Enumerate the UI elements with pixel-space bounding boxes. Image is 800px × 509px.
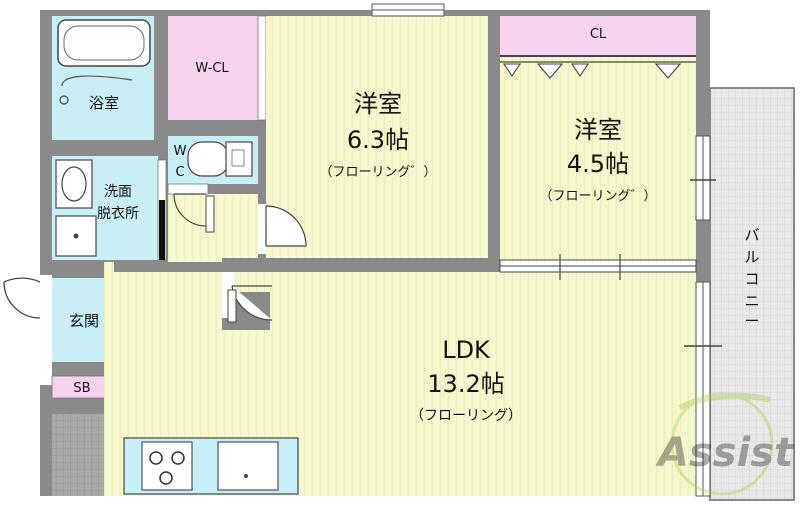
genkan-floor	[52, 278, 114, 362]
cl-label: CL	[590, 27, 607, 42]
watermark-text: Assist	[655, 430, 795, 476]
walk-in-closet	[168, 16, 258, 120]
washroom-label-1: 洗面	[104, 184, 132, 200]
room-6-3-door-swing	[265, 205, 307, 247]
closet	[500, 16, 696, 56]
wcl-label: W-CL	[195, 61, 229, 76]
room-4-5-size: 4.5帖	[567, 150, 629, 178]
western-room-6-3	[266, 16, 488, 258]
bath-label: 浴室	[89, 94, 119, 112]
hallway-floor	[104, 194, 258, 418]
room-4-5-name: 洋室	[574, 116, 622, 144]
ldk-size: 13.2帖	[427, 370, 504, 398]
western-room-4-5	[500, 56, 696, 260]
ldk-floor: （フローリング）	[410, 408, 522, 424]
balcony-label-3: コ	[744, 270, 759, 288]
balcony-label-5: ー	[744, 312, 759, 330]
washroom-door	[159, 200, 165, 260]
sb-label: SB	[73, 381, 90, 396]
balcony-label-2: ル	[744, 248, 759, 266]
room-6-3-size: 6.3帖	[347, 126, 409, 154]
kitchen-sink-icon	[217, 441, 279, 491]
balcony-label-4: ニ	[744, 292, 759, 310]
entry-door-swing	[3, 277, 41, 283]
genkan-label: 玄関	[69, 312, 99, 330]
wc-door-swing	[173, 193, 207, 227]
wc-label-w: W	[174, 144, 187, 159]
shower-icon	[61, 75, 133, 87]
room-6-3-floor: （フローリング゛）	[319, 165, 436, 180]
wc-label-c: C	[175, 165, 184, 180]
toilet-icon	[187, 141, 229, 177]
balcony-label-1: バ	[744, 226, 759, 244]
stove-icon	[141, 441, 193, 491]
ldk-name: LDK	[442, 336, 491, 364]
washroom-label-2: 脱衣所	[97, 206, 139, 222]
assist-logo: Assist	[655, 392, 795, 496]
bathtub-icon	[57, 19, 151, 67]
room-4-5-floor: （フローリング゛）	[539, 189, 656, 204]
balcony-area	[709, 87, 795, 501]
room-6-3-name: 洋室	[354, 90, 402, 118]
storage-tile	[52, 414, 104, 496]
